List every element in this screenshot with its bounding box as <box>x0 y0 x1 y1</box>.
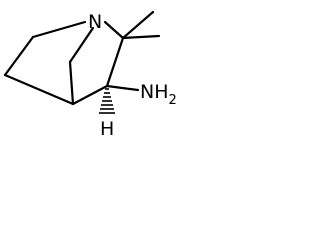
bond-c3-c4 <box>71 84 109 106</box>
bond-methyl-2 <box>121 34 161 40</box>
atom-n-label: N <box>88 11 102 33</box>
bond-c2-c3 <box>105 36 125 88</box>
bond-c3-nh2 <box>105 84 140 92</box>
bond-n-bridge-mid <box>68 26 95 64</box>
atom-nh2-subscript: 2 <box>169 93 177 108</box>
bond-top-left <box>3 35 35 77</box>
bond-n-bridge-top <box>31 20 87 39</box>
quinuclidine-amine-structure: N NH2 H <box>3 10 177 140</box>
bond-mid-c4 <box>68 60 75 106</box>
atom-nh-text: NH <box>140 81 169 103</box>
bond-methyl-1 <box>121 10 155 40</box>
atom-h-label: H <box>100 118 114 140</box>
atom-nh2-label: NH2 <box>140 81 177 108</box>
structure-canvas: N NH2 H <box>0 0 185 148</box>
bond-left-c4 <box>3 73 75 106</box>
bond-n-c2 <box>103 20 125 40</box>
cage-bonds <box>3 20 125 106</box>
methyl-bonds <box>121 10 161 40</box>
hashed-wedge-h <box>99 88 115 114</box>
